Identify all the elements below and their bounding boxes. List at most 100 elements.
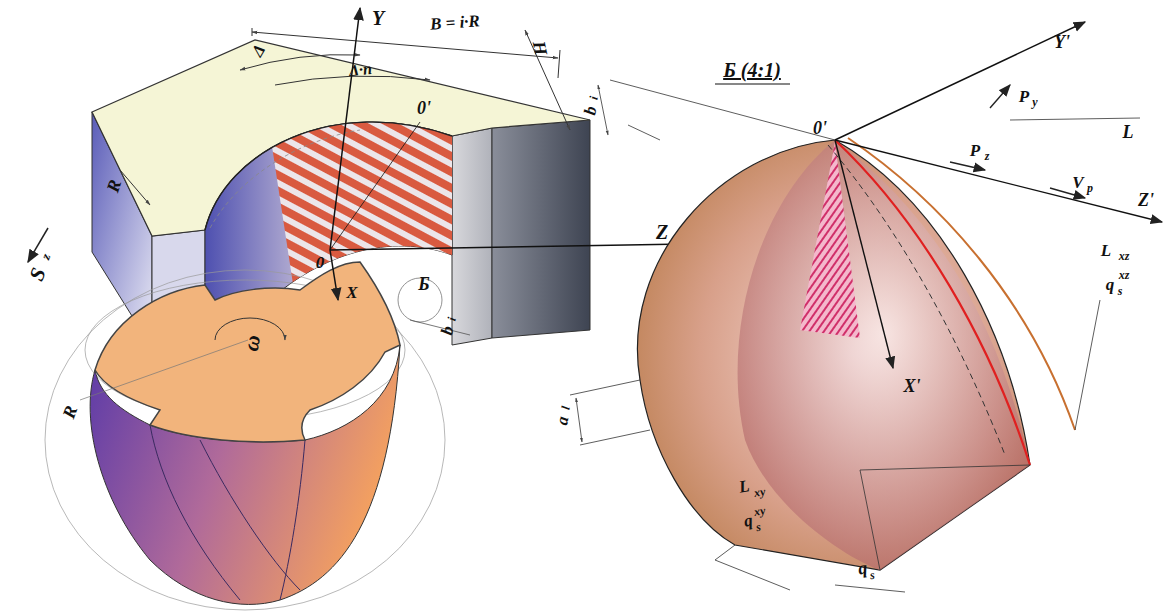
label-text: Б (4:1) xyxy=(723,59,781,81)
label-text: ω xyxy=(238,333,265,353)
label-holder: s xyxy=(869,569,875,582)
extension-line xyxy=(628,125,660,140)
label-text: X' xyxy=(903,376,920,396)
edge-line xyxy=(860,465,1030,470)
dimension-line xyxy=(576,398,582,442)
axis-y-prime xyxy=(835,22,1085,140)
detail-view xyxy=(637,138,1075,570)
label-text: l xyxy=(559,405,573,411)
label-holder: Δ·n xyxy=(348,61,372,79)
extension-line xyxy=(610,80,835,140)
label-text: Y xyxy=(372,7,384,29)
dimensions xyxy=(120,28,570,205)
label-text: q xyxy=(856,557,868,578)
label-holder: Б (4:1) xyxy=(723,60,781,80)
label-text: 0' xyxy=(417,98,431,118)
label-text: b xyxy=(437,324,457,336)
force-arrow xyxy=(990,85,1010,108)
label-text: p xyxy=(1087,181,1093,195)
label-text: s xyxy=(754,520,761,535)
label-holder: H xyxy=(530,39,551,56)
label-holder: Y xyxy=(372,8,384,28)
label-text: xy xyxy=(753,484,767,500)
edge-line xyxy=(860,470,880,570)
axis-z xyxy=(330,244,685,250)
label-text: Δ xyxy=(247,41,269,60)
label-holder: z xyxy=(39,251,53,261)
dimension-line xyxy=(525,30,570,130)
label-holder: Z' xyxy=(1138,191,1154,209)
cutting-edge xyxy=(835,140,1030,465)
dimensions xyxy=(570,80,1140,592)
label-text: s xyxy=(869,568,876,583)
chip-inner xyxy=(738,140,1030,570)
dimension-line xyxy=(252,32,558,58)
label-holder: xy xyxy=(753,485,766,499)
outer-edge xyxy=(848,138,1075,430)
label-text: P xyxy=(1019,87,1029,106)
label-text: R xyxy=(59,403,82,421)
extension-line xyxy=(1010,118,1140,120)
label-text: Y' xyxy=(1054,32,1070,52)
label-text: V xyxy=(1072,173,1083,192)
block-front xyxy=(452,128,492,345)
label-holder: s xyxy=(1118,285,1123,297)
flute-edge xyxy=(150,425,305,600)
label-holder: 0' xyxy=(417,99,431,117)
label-text: L xyxy=(737,476,751,497)
label-text: Z' xyxy=(1138,190,1154,210)
label-text: L xyxy=(1101,241,1111,260)
label-holder: Y' xyxy=(1054,33,1070,51)
label-text: L xyxy=(1123,122,1134,142)
label-text: Δ·n xyxy=(348,60,373,79)
label-text: y xyxy=(1032,95,1037,109)
label-text: H xyxy=(529,39,551,57)
label-text: X xyxy=(346,283,357,302)
label-text: B = i·R xyxy=(429,11,480,33)
label-holder: R xyxy=(104,178,125,195)
label-text: xy xyxy=(753,503,767,519)
label-text: P xyxy=(970,141,980,160)
label-holder: xz xyxy=(1119,269,1130,281)
label-holder: Δ xyxy=(248,41,268,59)
axis-x xyxy=(330,250,338,300)
cutter-face xyxy=(95,262,400,442)
chip-section xyxy=(637,140,1030,570)
label-holder: q xyxy=(742,511,753,529)
label-holder: Z xyxy=(656,222,668,242)
label-text: R xyxy=(103,177,126,195)
radius-line xyxy=(80,340,248,400)
label-holder: q xyxy=(1106,276,1115,293)
label-holder: l xyxy=(560,405,572,410)
label-text: S xyxy=(24,264,51,284)
label-holder: B = i·R xyxy=(430,12,481,32)
label-holder: R xyxy=(59,403,80,420)
label-holder: s xyxy=(755,521,762,534)
axes xyxy=(835,22,1162,368)
label-holder: L xyxy=(737,477,750,496)
extension-line xyxy=(570,380,640,395)
extension-line xyxy=(715,560,790,590)
label-text: xz xyxy=(1119,268,1130,282)
label-text: Б xyxy=(418,274,429,294)
label-holder: X xyxy=(346,284,357,301)
label-holder: z xyxy=(985,150,990,162)
label-holder: P xyxy=(970,142,980,159)
label-text: q xyxy=(742,510,754,530)
label-text: xz xyxy=(1119,249,1130,263)
label-holder: b xyxy=(581,104,599,115)
label-holder: i xyxy=(446,316,458,322)
label-text: 0 xyxy=(316,253,325,272)
cavity-rim xyxy=(205,122,452,230)
label-holder: S xyxy=(26,265,50,284)
label-holder: X' xyxy=(903,377,920,395)
label-holder: xy xyxy=(753,504,766,518)
label-text: q xyxy=(1106,275,1115,294)
label-holder: p xyxy=(1087,182,1093,194)
label-holder: y xyxy=(1032,96,1037,108)
label-text: 0' xyxy=(813,118,827,138)
label-text: s xyxy=(1118,284,1123,298)
label-holder: i xyxy=(588,95,600,100)
